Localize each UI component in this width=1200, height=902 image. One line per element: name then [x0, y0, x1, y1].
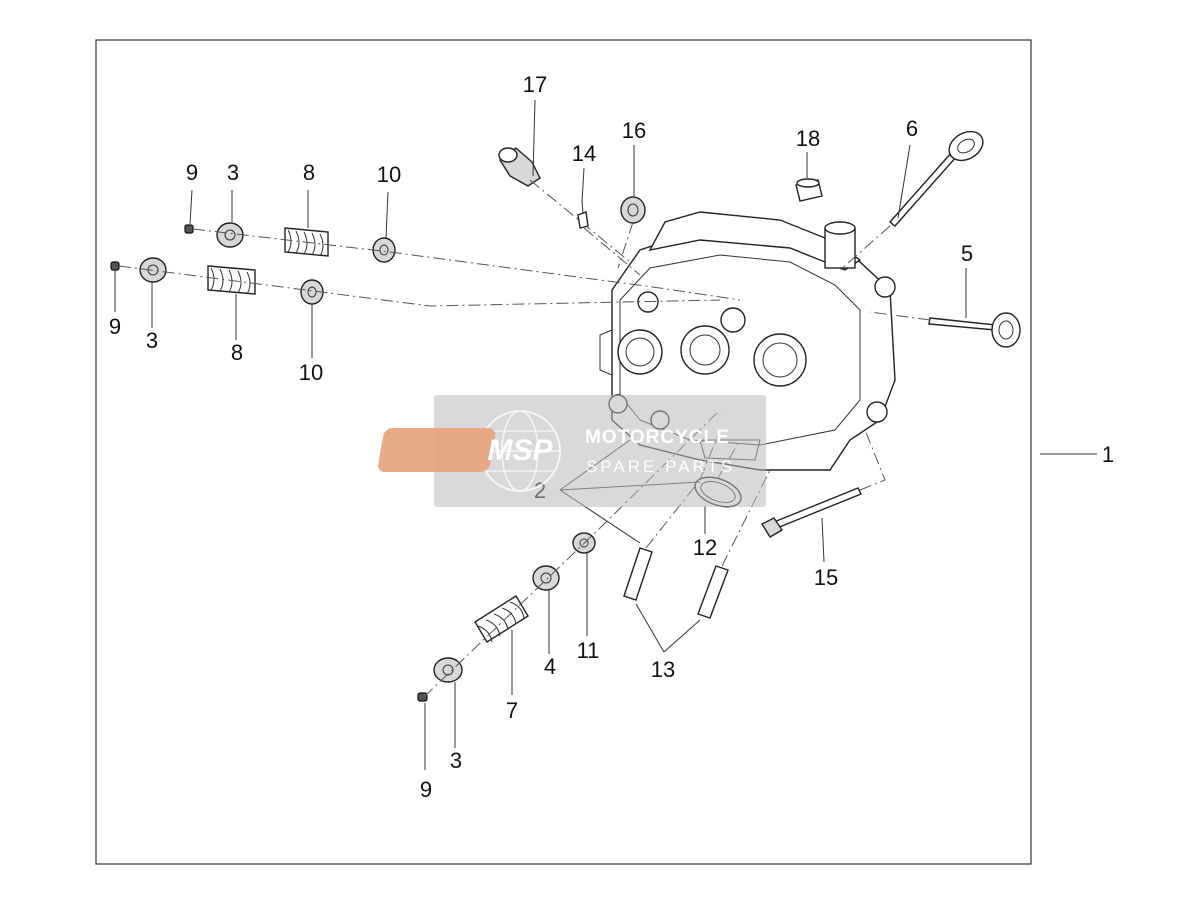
watermark-line2: SPARE PARTS [586, 457, 735, 476]
axis-line-13a [645, 429, 721, 549]
callout-8-lower: 8 [231, 340, 243, 365]
axis-line-16 [617, 221, 634, 269]
axis-line-14 [583, 227, 641, 276]
watermark: MSP MOTORCYCLE SPARE PARTS [378, 395, 766, 507]
callout-7: 7 [506, 698, 518, 723]
callout-17: 17 [523, 72, 547, 97]
spring-cap-upper-2 [139, 257, 167, 283]
callout-8-upper: 8 [303, 160, 315, 185]
bushing-18 [795, 178, 823, 202]
pin-14 [577, 199, 589, 229]
axis-line-5 [869, 311, 931, 321]
watermark-logo-badge [378, 428, 496, 472]
callout-9-left: 9 [109, 314, 121, 339]
bolt-17 [498, 147, 541, 187]
spring-cap-upper-1 [216, 222, 244, 248]
valve-6 [888, 130, 984, 227]
spring-cap-lower [433, 657, 463, 683]
callout-labels: 1 2 3 3 3 4 5 6 7 8 8 9 9 9 10 10 11 12 … [109, 72, 1114, 802]
callout-10-upper: 10 [377, 162, 401, 187]
watermark-logo-text: MSP [487, 434, 553, 467]
valve-cotter-upper-1 [184, 224, 194, 234]
callout-1: 1 [1102, 442, 1114, 467]
valve-cotter-lower [417, 692, 428, 702]
callout-6: 6 [906, 116, 918, 141]
callout-16: 16 [622, 118, 646, 143]
valve-spring-lower [474, 595, 529, 643]
axis-line-15 [859, 429, 886, 491]
valve-guide-13b [697, 565, 729, 619]
callout-11: 11 [577, 638, 600, 663]
axis-line-upper-2 [118, 265, 721, 307]
watermark-background [434, 395, 766, 507]
callout-18: 18 [796, 126, 820, 151]
spring-seat-4 [532, 565, 560, 591]
callout-12: 12 [693, 535, 717, 560]
callout-3-lower: 3 [450, 748, 462, 773]
callout-9-lower: 9 [420, 777, 432, 802]
callout-14: 14 [572, 141, 596, 166]
axis-line-6 [839, 225, 891, 271]
callout-5: 5 [961, 241, 973, 266]
nut-16 [620, 196, 646, 224]
callout-4: 4 [544, 654, 556, 679]
callout-3-left: 3 [146, 328, 158, 353]
callout-15: 15 [814, 565, 838, 590]
valve-cotter-upper-2 [110, 261, 120, 271]
diagram-frame [95, 39, 1032, 865]
callout-3-upper: 3 [227, 160, 239, 185]
valve-5 [928, 312, 1021, 348]
watermark-line1: MOTORCYCLE [585, 427, 730, 448]
valve-guide-13a [623, 547, 653, 601]
bolt-15 [761, 487, 862, 538]
callout-10-lower: 10 [299, 360, 323, 385]
callout-13: 13 [651, 657, 675, 682]
callout-9-upper: 9 [186, 160, 198, 185]
axis-line-upper-1 [192, 228, 741, 301]
